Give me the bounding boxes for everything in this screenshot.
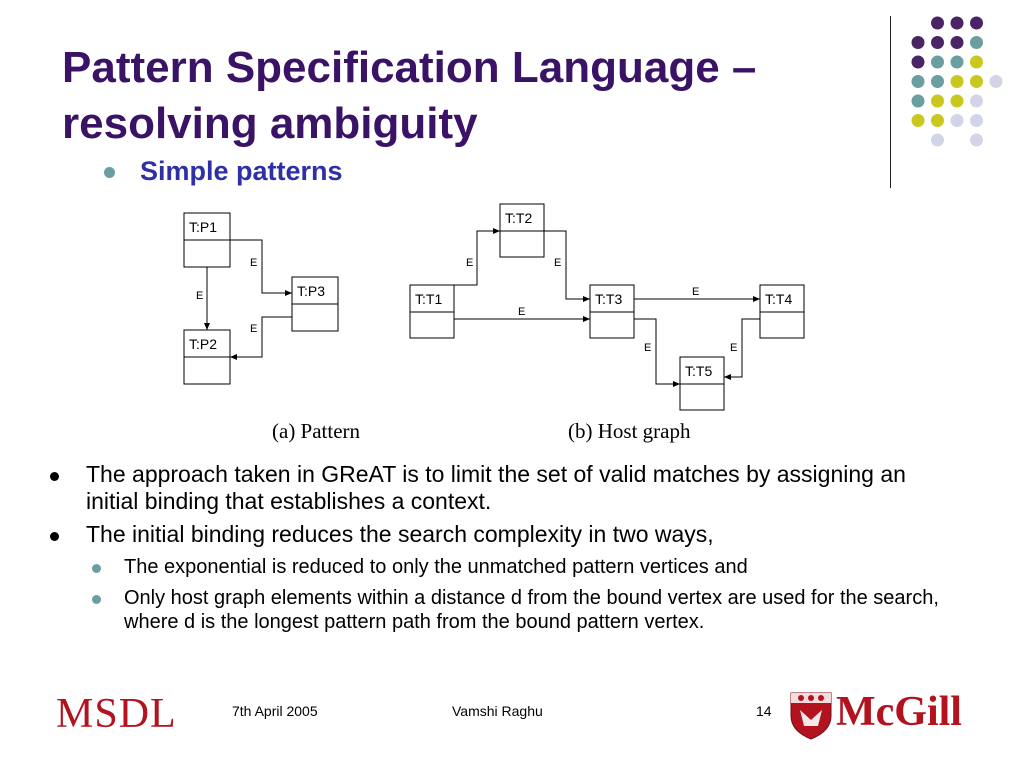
edge-t3-t5 [634,318,680,387]
decorative-dot [931,36,944,49]
decorative-dot [911,75,925,88]
subheading-bullet-icon [104,167,115,178]
decorative-dot [931,75,944,88]
edge-label-t1-t2: E [466,257,473,269]
host-node-t3-label: T:T3 [595,291,622,307]
edge-label-t3-t4: E [692,286,699,298]
sub-bullet-1: The exponential is reduced to only the u… [124,556,748,578]
decorative-dot [970,36,983,49]
pattern-host-graph-diagram: T:P1 T:P2 T:P3 T:T1 T:T2 T:T3 T:T4 T:T5 … [183,203,805,443]
sub-bullet-icon [92,564,101,573]
edge-t4-t5 [724,318,760,380]
host-node-t1 [409,284,455,339]
decorative-dot [950,55,964,69]
pattern-node-p3 [291,276,339,332]
pattern-node-p1-label: T:P1 [189,219,217,235]
bullet-1: The approach taken in GReAT is to limit … [86,461,906,514]
host-node-t1-label: T:T1 [415,291,442,307]
footer-author: Vamshi Raghu [452,703,543,719]
edge-t1-t2 [432,228,500,286]
msdl-logo: MSDL [56,691,177,737]
title-divider-line [890,16,891,188]
bullet-2: The initial binding reduces the search c… [86,521,714,547]
slide-title-line-2: resolving ambiguity [62,99,478,148]
caption-host-graph: (b) Host graph [568,419,691,443]
edge-label-t4-t5: E [730,342,737,354]
decorative-dot [970,16,983,30]
decorative-dot [911,36,925,49]
edge-p1-p3 [230,239,292,296]
decorative-dot [911,94,925,108]
decorative-dot [950,16,964,30]
edge-label-p3-p2: E [250,323,257,335]
edge-label-p1-p2: E [196,290,203,302]
decorative-dot [931,94,944,108]
decorative-dot [970,75,983,88]
decorative-dot [970,94,983,108]
decorative-dot [911,55,925,69]
caption-pattern: (a) Pattern [272,419,361,443]
pattern-node-p2-label: T:P2 [189,336,217,352]
sub-bullet-icon [92,595,101,604]
decorative-dot [931,55,944,69]
decorative-dot [970,55,983,69]
host-node-t4-label: T:T4 [765,291,792,307]
host-node-t4 [759,284,805,339]
edge-label-t2-t3: E [554,257,561,269]
footer-date: 7th April 2005 [232,703,318,719]
host-node-t3 [589,284,635,339]
host-node-t5-label: T:T5 [685,363,712,379]
footer-page-number: 14 [756,703,772,719]
bullet-icon [50,532,59,541]
decorative-dot [970,114,983,127]
decorative-dot [989,75,1003,88]
decorative-dot [950,114,964,127]
decorative-dot [950,36,964,49]
edge-label-t3-t5: E [644,342,651,354]
decorative-dot [911,114,925,127]
edge-label-p1-p3: E [250,257,257,269]
mcgill-shield-icon [790,692,832,740]
mcgill-logo: McGill [788,689,988,740]
mcgill-wordmark: McGill [836,689,962,735]
edge-label-t1-t3: E [518,306,525,318]
pattern-node-p3-label: T:P3 [297,283,325,299]
subheading: Simple patterns [140,156,343,186]
edge-t2-t3 [544,230,590,302]
decorative-dot [950,94,964,108]
slide-title-line-1: Pattern Specification Language – [62,43,757,92]
slide-title: Pattern Specification Language – resolvi… [62,40,862,152]
decorative-dot [970,133,983,147]
decorative-dot [931,114,944,127]
decorative-dot [950,75,964,88]
host-node-t5 [679,356,725,411]
edge-p3-p2 [230,316,292,360]
bullet-icon [50,472,59,481]
decorative-dot [931,133,944,147]
sub-bullet-2: Only host graph elements within a distan… [124,587,939,633]
decorative-dot [931,16,944,30]
host-node-t2-label: T:T2 [505,210,532,226]
